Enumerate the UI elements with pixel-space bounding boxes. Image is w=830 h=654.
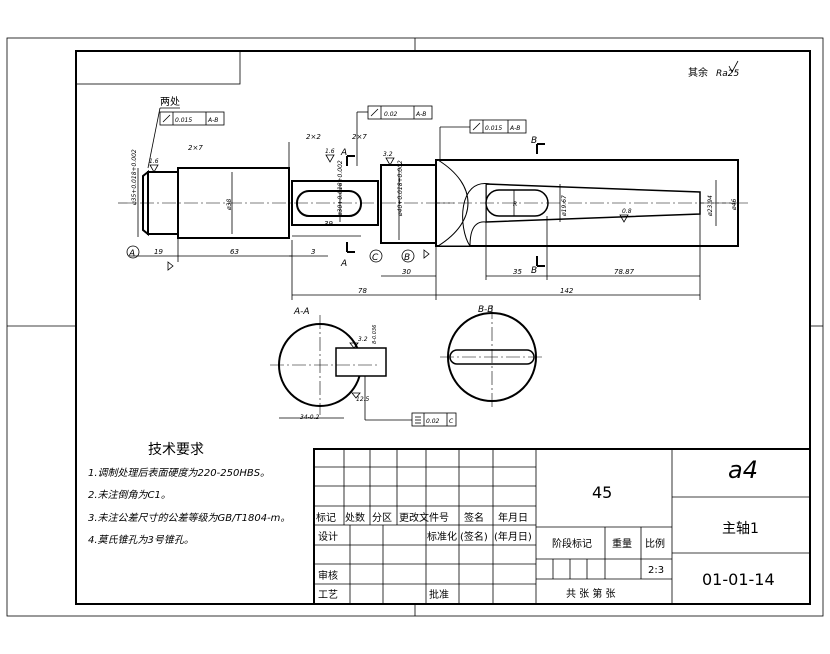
- datum-c-circle: [369, 249, 383, 263]
- tb-standard: 标准化: [427, 530, 457, 543]
- top-left-code-box: [75, 50, 241, 85]
- svg-text:A-B: A-B: [415, 111, 426, 118]
- sym-tol: 0.02: [426, 418, 440, 425]
- dia-38: ø38: [226, 199, 233, 211]
- tb-design: 设计: [318, 530, 338, 543]
- section-bb-title: B-B: [478, 305, 493, 315]
- gtol-top-left: 0.015 A-B: [159, 111, 225, 126]
- chamfer-2x7-a: 2×7: [188, 144, 203, 152]
- section-a-top: A: [340, 148, 347, 158]
- tb-sheets: 共 张 第 张: [566, 587, 616, 600]
- svg-text:0.015: 0.015: [175, 117, 192, 124]
- tb-drawing-no: 01-01-14: [702, 570, 775, 589]
- keyway-slot: [296, 190, 362, 217]
- title-block: 标记 处数 分区 更改文件号 签名 年月日 设计 标准化 (签名) (年月日) …: [313, 448, 811, 605]
- tb-material: 45: [592, 483, 612, 502]
- dim-35: 35: [513, 268, 522, 276]
- slot-radius: R: [513, 201, 517, 208]
- dia-35: ø35+0.018+0.002: [131, 149, 138, 206]
- tech-item-4: 4.莫氏锥孔为3号锥孔。: [88, 534, 194, 546]
- tb-zone: 分区: [372, 512, 392, 524]
- tb-ratio: 比例: [645, 537, 665, 550]
- gtol-top-right: 0.015 A-B: [439, 119, 527, 160]
- section-view-bb: B-B: [440, 305, 545, 410]
- datum-c-label: C: [372, 253, 379, 263]
- svg-text:0.02: 0.02: [384, 111, 398, 118]
- dim-63: 63: [230, 248, 239, 256]
- tb-stage: 阶段标记: [552, 537, 592, 550]
- tb-sign-paren: (签名): [460, 530, 488, 543]
- tech-title: 技术要求: [148, 442, 204, 458]
- datum-a-circle: [126, 245, 140, 259]
- dim-78-87: 78.87: [614, 268, 635, 276]
- tb-date: 年月日: [498, 511, 528, 524]
- tb-approve: 批准: [429, 588, 449, 601]
- dimension-lines: [130, 142, 739, 300]
- tb-review: 审核: [318, 569, 338, 582]
- section-aa-title: A-A: [293, 307, 310, 317]
- technical-requirements: 技术要求 1.调制处理后表面硬度为220-250HBS。 2.未注倒角为C1。 …: [88, 442, 290, 546]
- tb-part-name: 主轴1: [722, 521, 759, 537]
- dia-46: ø46: [731, 199, 738, 211]
- section-cut-marks: [346, 143, 545, 267]
- svg-text:12.5: 12.5: [356, 396, 370, 403]
- chamfer-2x2: 2×2: [306, 133, 321, 141]
- tb-weight: 重量: [612, 537, 632, 550]
- roughness-symbol-general: [728, 60, 739, 73]
- ra-3: 3.2: [383, 151, 393, 158]
- section-b-top: B: [531, 136, 537, 146]
- keyway-section: [291, 180, 379, 226]
- dim-19: 19: [154, 248, 163, 256]
- datum-a-label: A: [128, 249, 135, 259]
- roughness-marks: [149, 154, 629, 271]
- chamfer-2x7-b: 2×7: [352, 133, 367, 141]
- svg-text:0.015: 0.015: [485, 125, 502, 132]
- sym-datum: C: [449, 418, 454, 425]
- tb-mark: 标记: [316, 512, 336, 524]
- shaft-section-38: [177, 167, 290, 239]
- aa-key-width: 8-0.036: [372, 325, 378, 344]
- section-a-bottom: A: [340, 259, 347, 269]
- two-places-label: 两处: [160, 96, 180, 108]
- tb-process: 工艺: [318, 589, 338, 601]
- surface-note: 其余: [688, 66, 708, 79]
- dia-23-94: ø23.94: [707, 195, 714, 217]
- hub-section: [435, 159, 739, 247]
- aa-keyway: [335, 347, 387, 377]
- tech-item-3: 3.未注公差尺寸的公差等级为GB/T1804-m。: [88, 512, 290, 524]
- shaft-main-view: A A B B A C B 19 63 3 39 30 35 78.87 78 …: [118, 96, 748, 300]
- tb-scale: 2:3: [648, 565, 664, 576]
- dia-40: ø40+0.018+0.002: [397, 160, 404, 217]
- gtol-top-mid: 0.02 A-B: [356, 105, 433, 166]
- ra-2: 1.6: [325, 148, 335, 155]
- tb-sign: 签名: [464, 511, 484, 524]
- ra-1: 1.6: [149, 158, 159, 165]
- dim-39: 39: [324, 220, 333, 228]
- right-journal: [380, 164, 437, 244]
- section-b-bottom: B: [531, 266, 537, 276]
- datum-b-circle: [401, 249, 415, 263]
- section-view-aa: A-A 34-0.2 8-0.036 12.5 3.2 0.02 C: [270, 307, 457, 427]
- ra-8: 0.8: [622, 208, 632, 215]
- surface-note-ra: Ra25: [716, 69, 739, 79]
- dia-30: ø30+0.018+0.002: [337, 160, 344, 217]
- tech-item-2: 2.未注倒角为C1。: [88, 489, 171, 501]
- svg-text:A-B: A-B: [207, 117, 218, 124]
- tb-date-paren: (年月日): [494, 530, 532, 543]
- tb-doc: 更改文件号: [399, 511, 449, 524]
- tb-count: 处数: [345, 511, 365, 524]
- svg-text:A-B: A-B: [509, 125, 520, 132]
- svg-text:3.2: 3.2: [358, 336, 368, 343]
- datum-b-label: B: [404, 253, 410, 263]
- dim-30: 30: [402, 268, 411, 276]
- sheet-outer-border: [6, 37, 824, 617]
- dim-78: 78: [358, 287, 367, 295]
- aa-key-depth: 34-0.2: [300, 414, 320, 421]
- tb-company: a4: [728, 456, 758, 484]
- dim-3: 3: [311, 248, 315, 256]
- dia-19-67: ø19.67: [561, 195, 568, 217]
- dim-142: 142: [560, 287, 574, 295]
- tech-item-1: 1.调制处理后表面硬度为220-250HBS。: [88, 467, 270, 479]
